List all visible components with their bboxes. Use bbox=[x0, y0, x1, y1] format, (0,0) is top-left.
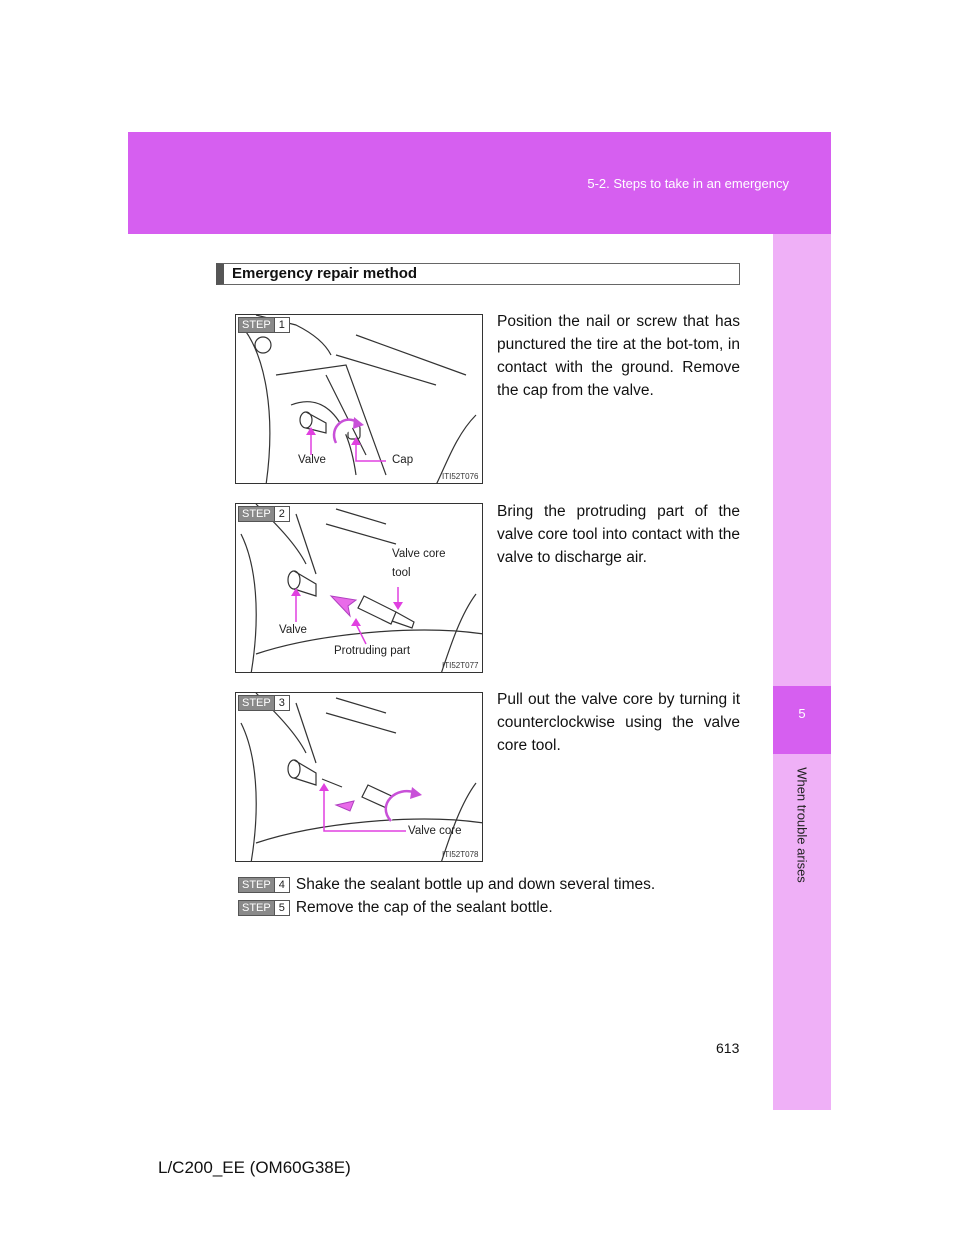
chapter-label: When trouble arises bbox=[772, 760, 832, 890]
step-4: STEP 4 Shake the sealant bottle up and d… bbox=[238, 876, 655, 894]
chapter-tab-active[interactable]: 5 bbox=[773, 686, 831, 754]
callout-valve: Valve bbox=[298, 454, 326, 466]
step-5-text: Remove the cap of the sealant bottle. bbox=[295, 899, 553, 916]
chapter-label-text: When trouble arises bbox=[794, 767, 810, 883]
section-header: 5-2. Steps to take in an emergency bbox=[587, 176, 789, 191]
step-1-text: Position the nail or screw that has punc… bbox=[497, 313, 740, 399]
callout-tool: tool bbox=[392, 567, 411, 579]
step-2-figure: STEP 2 Valve core tool Valve Protruding … bbox=[235, 503, 483, 673]
callout-valve-core: Valve core bbox=[408, 825, 462, 837]
chapter-side-tab bbox=[773, 234, 831, 1110]
step-1-figure: STEP 1 Valve Cap ITI52T076 bbox=[235, 314, 483, 484]
chapter-number: 5 bbox=[798, 706, 806, 721]
callout-valve: Valve bbox=[279, 624, 307, 636]
valve-core-tool-illustration bbox=[240, 504, 482, 672]
figure-code: ITI52T077 bbox=[442, 661, 479, 670]
step-4-badge: STEP 4 bbox=[238, 877, 290, 893]
callout-cap: Cap bbox=[392, 454, 414, 466]
figure-code: ITI52T078 bbox=[442, 850, 479, 859]
footer-code: L/C200_EE (OM60G38E) bbox=[158, 1158, 351, 1177]
step-2-badge: STEP 2 bbox=[238, 506, 290, 522]
step-2-text: Bring the protruding part of the valve c… bbox=[497, 503, 740, 566]
step-5: STEP 5 Remove the cap of the sealant bot… bbox=[238, 899, 553, 917]
section-title: Emergency repair method bbox=[216, 263, 740, 285]
callout-protruding-part: Protruding part bbox=[334, 645, 411, 657]
step-3-badge: STEP 3 bbox=[238, 695, 290, 711]
remove-valve-core-illustration bbox=[240, 693, 482, 861]
step-4-text: Shake the sealant bottle up and down sev… bbox=[295, 876, 656, 893]
step-1-badge: STEP 1 bbox=[238, 317, 290, 333]
header-band: 5-2. Steps to take in an emergency bbox=[128, 132, 831, 234]
figure-code: ITI52T076 bbox=[442, 472, 479, 481]
callout-valve-core: Valve core bbox=[392, 548, 446, 560]
valve-cap-illustration bbox=[240, 315, 477, 483]
step-3-text: Pull out the valve core by turning it co… bbox=[497, 691, 740, 754]
page-number: 613 bbox=[716, 1040, 740, 1056]
step-5-badge: STEP 5 bbox=[238, 900, 290, 916]
step-3-figure: STEP 3 Valve core ITI52T078 bbox=[235, 692, 483, 862]
